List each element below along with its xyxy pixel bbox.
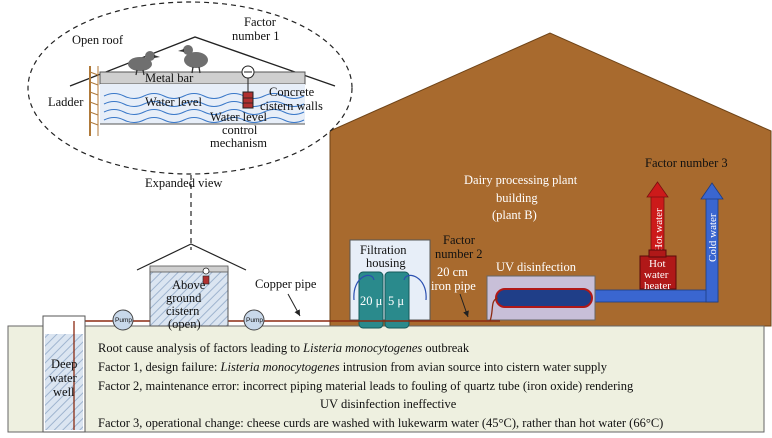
- label-factor1-line1: Factor: [244, 15, 277, 29]
- label-open-roof: Open roof: [72, 33, 124, 47]
- iron-pipe-pointer: [459, 293, 469, 318]
- filter-20-micron: [358, 271, 384, 329]
- label-factor2-2: number 2: [435, 247, 483, 261]
- hot-water-heater: Hot water heater: [639, 249, 677, 292]
- water-level-control-icon: [241, 65, 255, 109]
- label-filter-20: 20 μ: [360, 294, 383, 308]
- label-filter-5: 5 μ: [388, 294, 404, 308]
- label-uv: UV disinfection: [496, 260, 577, 274]
- label-building-2: building: [496, 191, 538, 205]
- pipe-to-uv: [489, 297, 499, 322]
- label-copper-pipe: Copper pipe: [255, 277, 317, 291]
- label-concrete-1: Concrete: [269, 85, 315, 99]
- label-iron-1: 20 cm: [437, 265, 468, 279]
- copper-pipe-pointer: [287, 293, 301, 317]
- svg-text:Pump: Pump: [246, 317, 263, 324]
- pump-icon: Pump: [112, 309, 134, 331]
- cistern-roof: [136, 243, 247, 271]
- label-cistern-3: cistern: [166, 304, 200, 318]
- well-water: [45, 334, 83, 430]
- filter-flow-loop: [353, 274, 427, 301]
- label-cistern-2: ground: [166, 291, 202, 305]
- label-well-3: well: [53, 385, 75, 399]
- svg-text:Pump: Pump: [115, 317, 132, 324]
- water-waves: [103, 93, 305, 123]
- label-metal-bar: Metal bar: [145, 71, 194, 85]
- label-control-2: control: [222, 123, 258, 137]
- label-well-2: water: [49, 371, 78, 385]
- label-well-1: Deep: [51, 357, 77, 371]
- label-control-3: mechanism: [210, 136, 267, 150]
- label-factor1-line2: number 1: [232, 29, 280, 43]
- label-cistern-4: (open): [168, 317, 201, 331]
- label-cistern-1: Above: [172, 278, 206, 292]
- label-heater-1: Hot: [649, 258, 666, 270]
- label-ladder: Ladder: [48, 95, 84, 109]
- label-control-1: Water level: [210, 110, 267, 124]
- label-heater-2: water: [644, 269, 669, 281]
- concrete-wall-top: [99, 71, 306, 85]
- label-building-1: Dairy processing plant: [464, 173, 578, 187]
- label-building-3: (plant B): [492, 208, 537, 222]
- uv-quartz-tube: [495, 288, 593, 308]
- label-factor3: Factor number 3: [645, 156, 728, 170]
- label-cold-water: Cold water: [707, 213, 719, 262]
- hot-water-arrow: Hot water: [646, 181, 669, 257]
- pump-icon: Pump: [243, 309, 265, 331]
- bird-icon: [178, 45, 208, 74]
- cistern-rim: [149, 265, 229, 273]
- label-hot-water: Hot water: [653, 208, 665, 252]
- label-filtration-1: Filtration: [360, 243, 407, 257]
- filter-5-micron: [384, 271, 410, 329]
- open-roof: [69, 36, 336, 87]
- bird-icon: [128, 51, 160, 76]
- cold-water-arrow: Cold water: [587, 182, 724, 303]
- label-iron-2: iron pipe: [431, 279, 476, 293]
- float-valve-icon: [202, 267, 210, 285]
- label-concrete-2: cistern walls: [260, 99, 323, 113]
- label-factor2-1: Factor: [443, 233, 476, 247]
- label-heater-3: heater: [644, 280, 671, 292]
- label-expanded-view: Expanded view: [145, 176, 222, 190]
- label-water-level: Water level: [145, 95, 202, 109]
- label-filtration-2: housing: [366, 256, 406, 270]
- above-ground-cistern: [149, 267, 229, 327]
- ground-panel: [7, 325, 765, 433]
- ladder: [89, 66, 99, 136]
